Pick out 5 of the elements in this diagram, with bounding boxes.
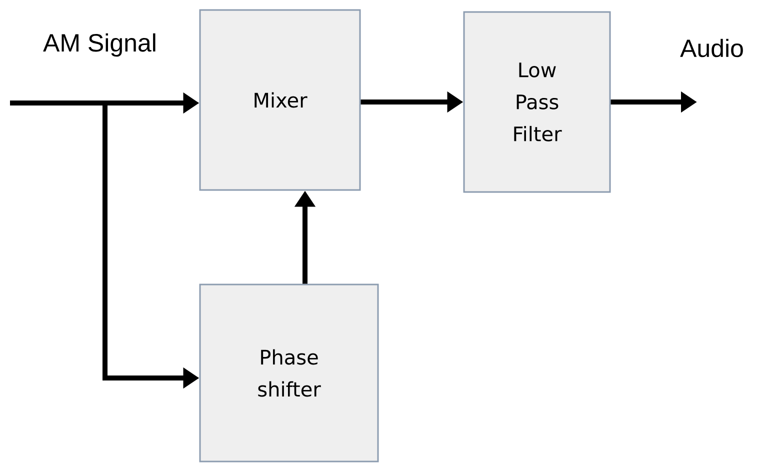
process-box: Phase shifter <box>199 284 379 462</box>
signal-label: Audio <box>680 38 743 58</box>
process-box: Low Pass Filter <box>463 11 611 193</box>
process-box: Mixer <box>199 9 361 191</box>
signal-label: AM Signal <box>43 33 156 57</box>
